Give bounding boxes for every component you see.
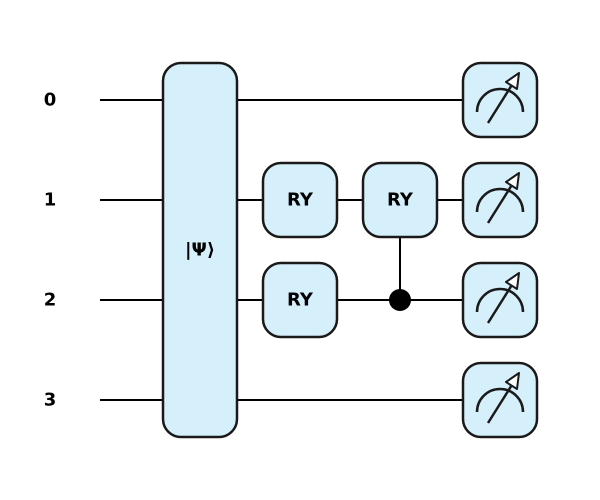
meter-icon	[475, 72, 525, 124]
meter-icon	[475, 272, 525, 324]
wire-label-3: 3	[44, 390, 57, 411]
wire-label-0: 0	[44, 90, 57, 111]
meter-icon	[475, 372, 525, 424]
ry-gate-label: RY	[287, 190, 314, 211]
state-prep-gate: |Ψ⟩	[161, 61, 239, 439]
ry-gate-label: RY	[387, 190, 414, 211]
ry-gate-label: RY	[287, 290, 314, 311]
measure-gate-wire2	[461, 261, 539, 339]
wire-label-1: 1	[44, 190, 57, 211]
wire-label-2: 2	[44, 290, 57, 311]
measure-gate-wire1	[461, 161, 539, 239]
controlled-ry-gate-wire1-step2: RY	[361, 161, 439, 239]
control-dot	[389, 289, 411, 311]
state-prep-label: |Ψ⟩	[185, 240, 215, 261]
measure-gate-wire3	[461, 361, 539, 439]
ry-gate-wire2-step1: RY	[261, 261, 339, 339]
ry-gate-wire1-step1: RY	[261, 161, 339, 239]
meter-icon	[475, 172, 525, 224]
measure-gate-wire0	[461, 61, 539, 139]
